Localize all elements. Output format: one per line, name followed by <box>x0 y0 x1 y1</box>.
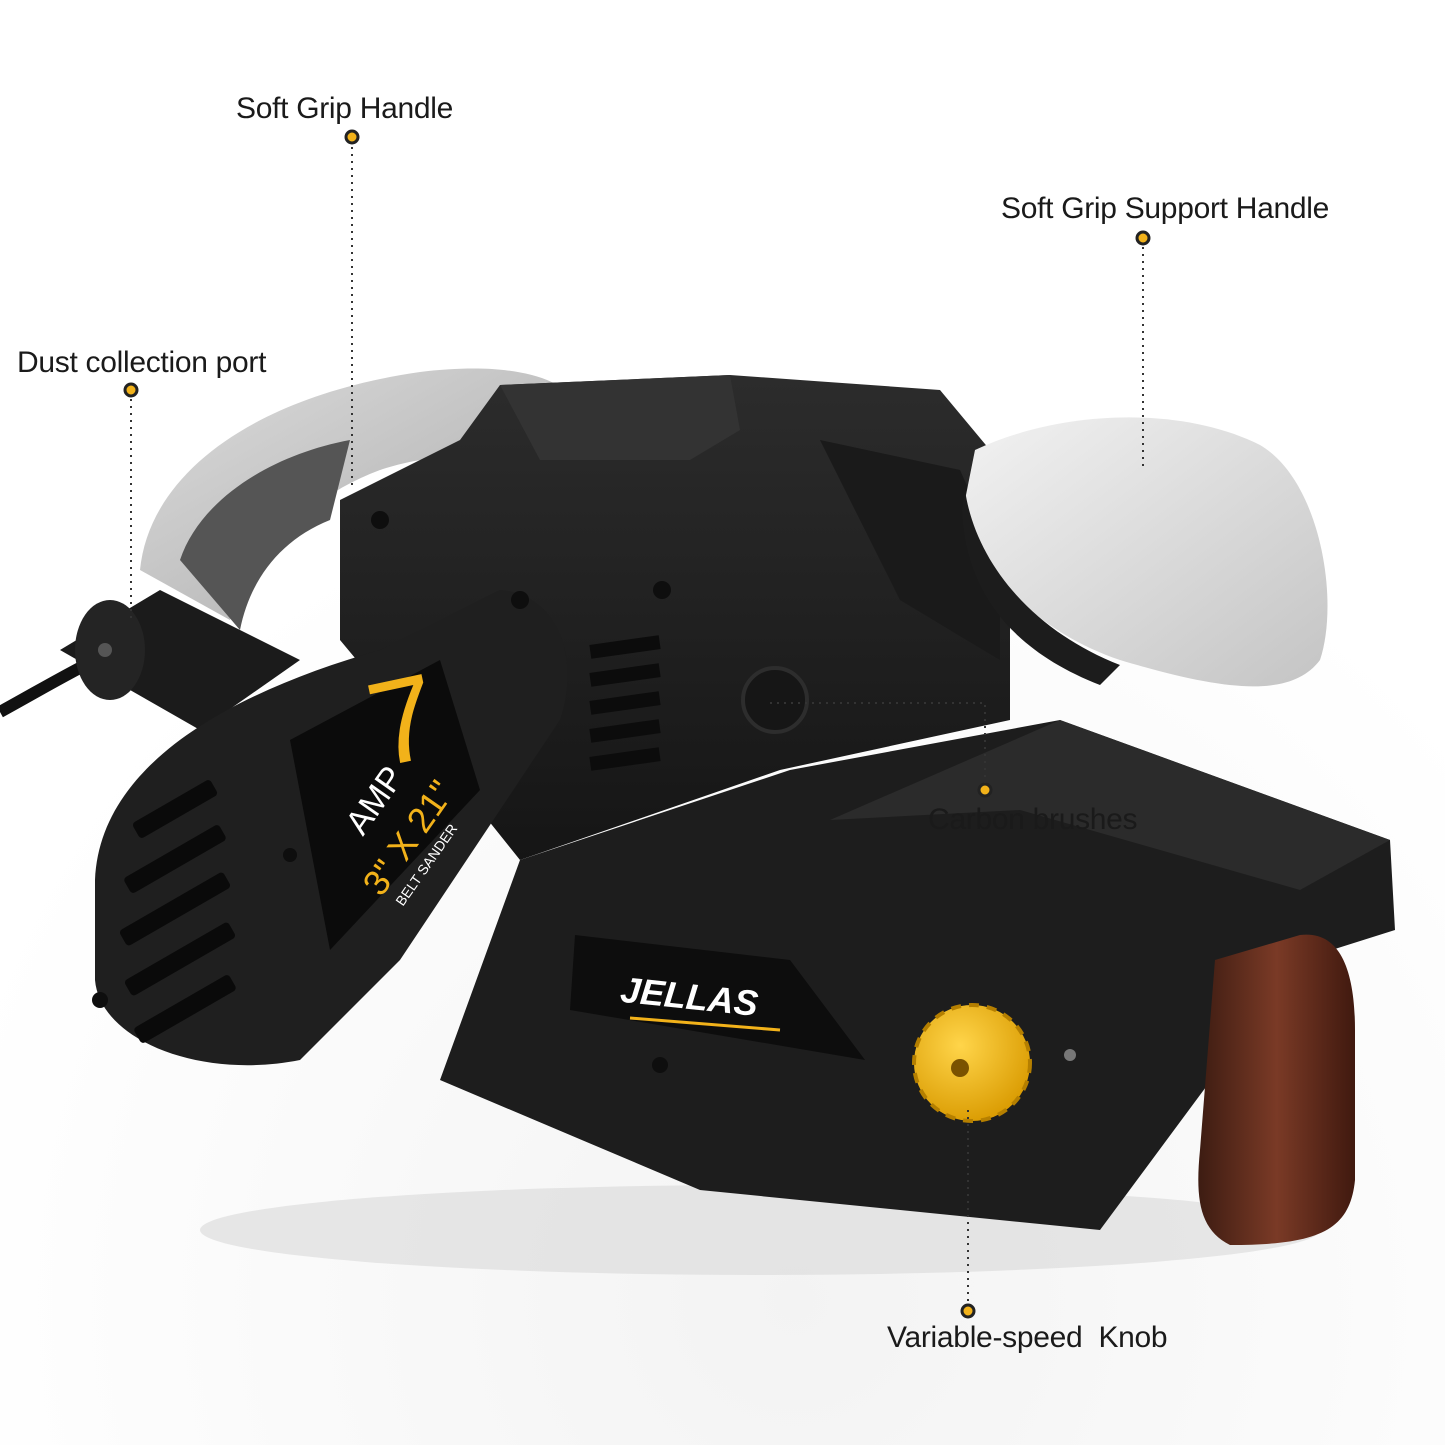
sanding-belt <box>1198 934 1355 1245</box>
support-handle-base <box>820 440 1000 660</box>
belt-housing-top <box>830 720 1390 890</box>
callout-carbon-brushes: Carbon brushes <box>928 803 1138 836</box>
soft-grip-support-handle <box>965 417 1328 687</box>
handle-underside <box>180 440 350 630</box>
callout-dots <box>123 129 1151 1319</box>
carbon-brush-cap <box>741 666 809 734</box>
screws <box>92 511 1076 1073</box>
callout-soft-grip-support-handle: Soft Grip Support Handle <box>1001 192 1329 225</box>
callout-soft-grip-handle: Soft Grip Handle <box>236 92 453 125</box>
floor-shadow <box>200 1185 1320 1275</box>
spec-label: 7 AMP 3" X 21" BELT SANDER <box>290 648 480 950</box>
housing-top-ridge <box>500 375 740 460</box>
motor-vents <box>589 635 661 771</box>
side-cover-vents <box>120 780 236 1043</box>
variable-speed-knob <box>912 1003 1032 1123</box>
dust-collection-port <box>60 590 300 730</box>
brand-plate: JELLAS <box>570 935 865 1060</box>
callout-variable-speed-knob: Variable-speed Knob <box>887 1321 1168 1354</box>
support-handle-dark-cap <box>962 490 1120 685</box>
callout-leaders <box>130 140 1144 1309</box>
callout-dust-collection-port: Dust collection port <box>17 346 267 379</box>
